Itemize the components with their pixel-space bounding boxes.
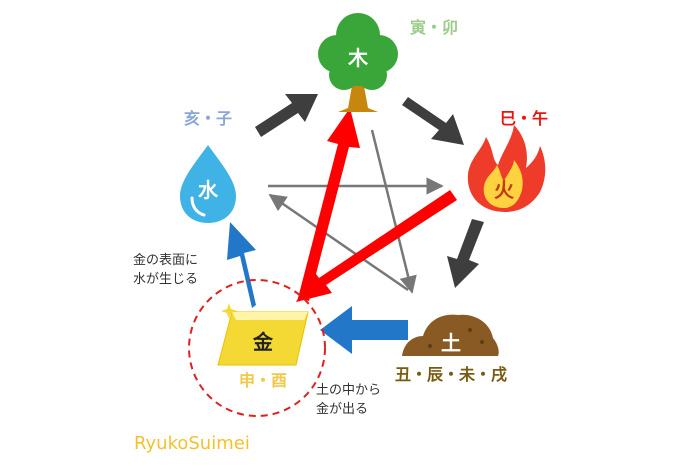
- flame-inner-icon: [483, 160, 523, 208]
- wood-trunk-icon: [338, 86, 378, 112]
- arrow-earth-to-metal: [320, 306, 408, 354]
- annotation-metal-from-earth: 土の中から 金が出る: [316, 383, 381, 417]
- water-branches: 亥・子: [184, 109, 232, 128]
- metal-branches: 申・酉: [239, 371, 287, 390]
- arrow-metal-to-wood: [298, 108, 360, 301]
- element-wood: 木 寅・卯: [318, 13, 458, 112]
- arrow-water-to-wood: [255, 94, 318, 137]
- soil-mound-icon: [402, 314, 499, 356]
- water-glyph: 水: [198, 178, 219, 202]
- highlight-controlling-arrows: [296, 108, 457, 302]
- element-earth: 土 丑・辰・未・戌: [395, 314, 507, 384]
- highlight-generating-arrows: [227, 222, 408, 354]
- fire-branches: 巳・午: [500, 109, 548, 128]
- arrow-wood-to-earth: [370, 129, 417, 294]
- water-drop-shine-icon: [190, 196, 206, 217]
- earth-glyph: 土: [441, 331, 461, 355]
- note-line: 水が生じる: [133, 272, 198, 287]
- wood-glyph: 木: [347, 46, 369, 70]
- earth-branches: 丑・辰・未・戌: [395, 365, 507, 384]
- arrow-wood-to-fire: [402, 97, 464, 145]
- element-water: 水 亥・子: [180, 109, 236, 223]
- note-line: 金の表面に: [133, 252, 198, 268]
- arrow-earth-to-water: [268, 193, 409, 292]
- arrow-metal-to-water: [227, 222, 256, 308]
- note-line: 金が出る: [316, 401, 368, 417]
- sparkle-icon: [221, 303, 237, 319]
- element-fire: 火 巳・午: [467, 109, 548, 212]
- metal-highlight-ring: [188, 279, 326, 417]
- soil-grain-icon: [480, 340, 484, 344]
- brand-watermark: RyukoSuimei: [134, 433, 250, 454]
- controlling-cycle-arrows: [268, 129, 444, 294]
- metal-glyph: 金: [252, 330, 274, 354]
- wood-branches: 寅・卯: [410, 18, 458, 37]
- note-line: 土の中から: [316, 383, 381, 398]
- annotation-water-from-metal: 金の表面に 水が生じる: [133, 252, 198, 287]
- generating-cycle-arrows: [255, 94, 484, 288]
- arrow-fire-to-earth: [447, 219, 484, 288]
- soil-grain-icon: [428, 344, 432, 348]
- gold-bar-shine-icon: [232, 312, 308, 320]
- fire-glyph: 火: [494, 178, 515, 202]
- arrow-fire-to-metal: [296, 190, 457, 302]
- soil-grain-icon: [468, 328, 472, 332]
- tree-icon: [318, 13, 398, 90]
- element-metal: 金 申・酉: [188, 279, 326, 417]
